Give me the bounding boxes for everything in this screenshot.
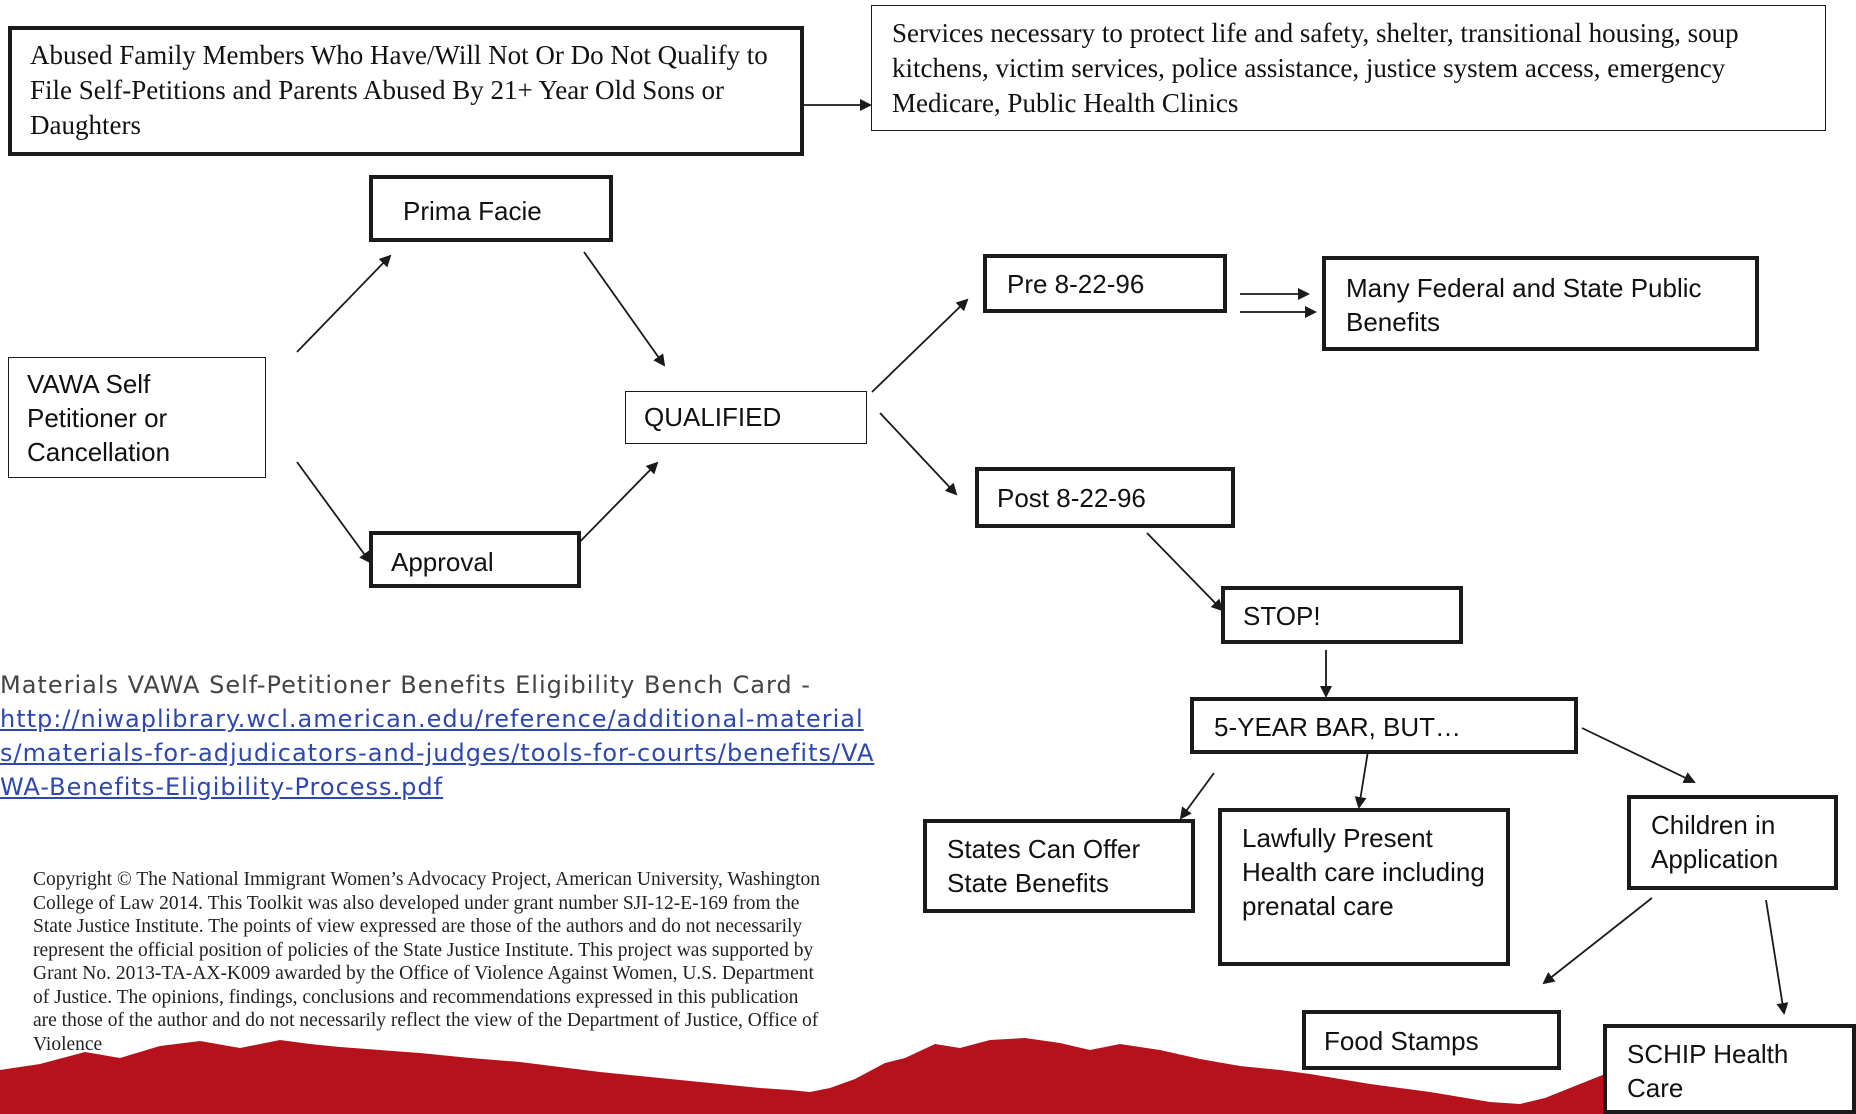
reference-block: Materials VAWA Self-Petitioner Benefits … <box>0 668 880 804</box>
reference-title: Materials VAWA Self-Petitioner Benefits … <box>0 671 811 699</box>
arrow-fiveyear-to-lawful <box>1354 750 1369 809</box>
services-box: Services necessary to protect life and s… <box>871 5 1826 131</box>
arrow-vawa-to-approval <box>296 461 372 564</box>
services-text: Services necessary to protect life and s… <box>892 18 1739 119</box>
stop-text: STOP! <box>1243 601 1321 631</box>
copyright-notice: Copyright © The National Immigrant Women… <box>33 869 821 1055</box>
food-stamps-text: Food Stamps <box>1324 1026 1479 1056</box>
prima-facie-text: Prima Facie <box>403 196 542 226</box>
approval-box: Approval <box>369 531 581 588</box>
arrow-qualified-to-post <box>879 412 958 496</box>
food-stamps-box: Food Stamps <box>1302 1010 1561 1070</box>
reference-link[interactable]: http://niwaplibrary.wcl.american.edu/ref… <box>0 705 875 801</box>
qualified-box: QUALIFIED <box>625 391 867 444</box>
lawfully-present-text: Lawfully Present Health care including p… <box>1242 823 1485 921</box>
children-in-application-box: Children in Application <box>1627 795 1838 890</box>
prima-facie-box: Prima Facie <box>369 175 613 242</box>
schip-health-care-text: SCHIP Health Care <box>1627 1039 1789 1103</box>
post-8-22-96-text: Post 8-22-96 <box>997 483 1146 513</box>
pre-8-22-96-text: Pre 8-22-96 <box>1007 269 1145 299</box>
five-year-bar-box: 5-YEAR BAR, BUT… <box>1190 697 1578 754</box>
abused-family-box: Abused Family Members Who Have/Will Not … <box>8 26 804 156</box>
children-in-application-text: Children in Application <box>1651 810 1779 874</box>
arrow-qualified-to-pre <box>871 298 969 393</box>
vawa-self-petitioner-text: VAWA Self Petitioner or Cancellation <box>27 369 171 467</box>
arrow-children-to-schip <box>1765 899 1789 1015</box>
arrow-vawa-to-prima <box>296 254 392 353</box>
qualified-text: QUALIFIED <box>644 402 782 432</box>
lawfully-present-box: Lawfully Present Health care including p… <box>1218 808 1510 966</box>
vawa-self-petitioner-box: VAWA Self Petitioner or Cancellation <box>8 357 266 478</box>
many-benefits-box: Many Federal and State Public Benefits <box>1322 256 1759 351</box>
post-8-22-96-box: Post 8-22-96 <box>975 467 1235 528</box>
abused-family-text: Abused Family Members Who Have/Will Not … <box>30 40 768 141</box>
approval-text: Approval <box>391 547 494 577</box>
pre-8-22-96-box: Pre 8-22-96 <box>983 254 1227 313</box>
states-can-offer-box: States Can Offer State Benefits <box>923 819 1195 913</box>
arrow-fiveyear-to-children <box>1581 727 1696 784</box>
stop-box: STOP! <box>1221 586 1463 644</box>
arrow-post-to-stop <box>1146 532 1224 612</box>
many-benefits-text: Many Federal and State Public Benefits <box>1346 273 1702 337</box>
five-year-bar-text: 5-YEAR BAR, BUT… <box>1214 712 1462 742</box>
arrow-children-to-food <box>1542 897 1653 985</box>
states-can-offer-text: States Can Offer State Benefits <box>947 834 1141 898</box>
schip-health-care-box: SCHIP Health Care <box>1603 1024 1856 1114</box>
arrow-fiveyear-to-states <box>1179 772 1215 820</box>
arrow-prima-to-qualified <box>583 251 666 367</box>
